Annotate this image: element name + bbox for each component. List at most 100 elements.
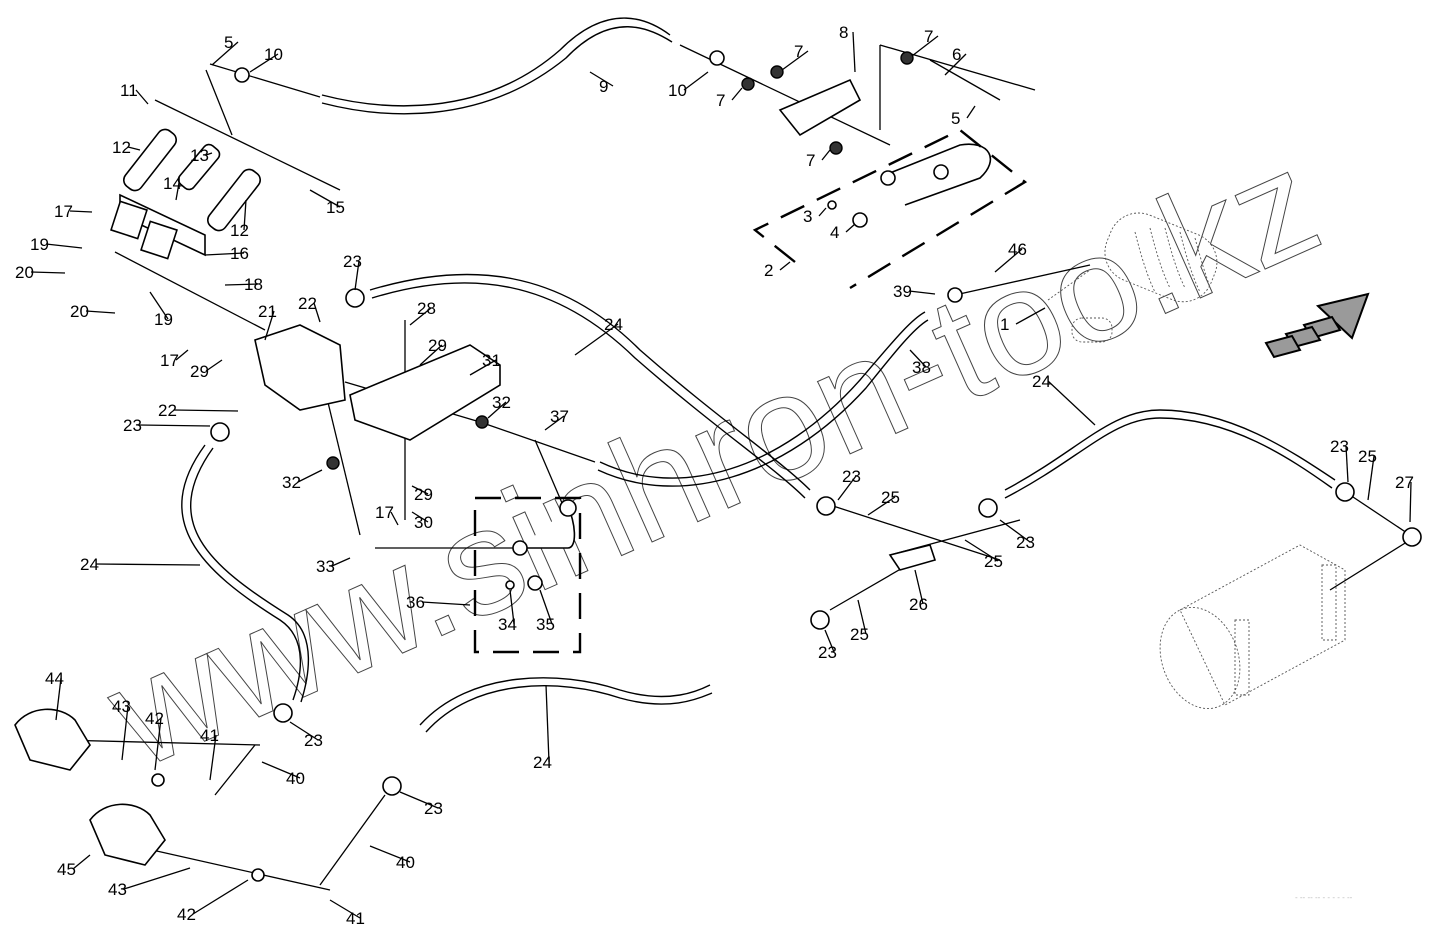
callout-label-c10b: 10 [668, 81, 687, 100]
callout-label-c5b: 5 [951, 109, 960, 128]
callout-label-c41b: 41 [346, 909, 365, 928]
nut-7 [741, 77, 755, 91]
callout-leader-c13 [205, 152, 213, 156]
callout-leader-c36 [421, 601, 471, 606]
callout-label-c25c: 25 [850, 625, 869, 644]
callout-leader-c21 [264, 310, 275, 341]
callout-leader-c23a [354, 260, 360, 291]
spring-12-upper [123, 128, 177, 192]
callout-label-c26: 26 [909, 595, 928, 614]
callout-label-c42a: 42 [145, 709, 164, 728]
callout-leader-c12b [243, 199, 247, 231]
pin-13 [177, 143, 221, 191]
nut-32 [475, 415, 489, 429]
callout-leader-c25c [857, 599, 867, 635]
callout-label-c20a: 20 [15, 263, 34, 282]
callout-leader-c5a [211, 41, 239, 66]
callout-leader-c10b [683, 71, 709, 91]
callout-label-c24b: 24 [80, 555, 99, 574]
washer-42 [251, 868, 265, 882]
callout-leader-c29c [411, 485, 429, 495]
nut-34 [505, 580, 515, 590]
callout-leader-c7c [821, 149, 831, 161]
callout-label-c1: 1 [1000, 315, 1009, 334]
callout-leader-c30 [411, 511, 429, 523]
callout-leader-c32a [487, 401, 507, 419]
callout-label-c32a: 32 [492, 393, 511, 412]
callout-label-c25b: 25 [984, 552, 1003, 571]
callout-leader-c31 [469, 359, 497, 376]
callout-label-c29a: 29 [428, 336, 447, 355]
callout-labels: 1234556777789101011121213141516171717181… [15, 23, 1414, 928]
callout-leader-c22a [313, 302, 321, 323]
callout-label-c14: 14 [163, 174, 182, 193]
callout-leader-c23b [138, 424, 211, 427]
plate [110, 200, 148, 240]
callout-leader-c29b [205, 359, 223, 372]
callout-label-c36: 36 [406, 593, 425, 612]
callout-label-c12b: 12 [230, 221, 249, 240]
callout-label-c23h: 23 [424, 799, 443, 818]
callout-leader-c42a [154, 717, 162, 771]
nut-7 [829, 141, 843, 155]
callout-leader-c19b [149, 291, 169, 320]
callout-label-c6: 6 [952, 45, 961, 64]
callout-leader-c20a [30, 271, 66, 274]
callout-label-c15: 15 [326, 198, 345, 217]
callout-leader-c23e [824, 629, 835, 653]
callout-label-c7c: 7 [806, 151, 815, 170]
kit-box-36 [473, 496, 582, 654]
callout-label-c24c: 24 [1032, 372, 1051, 391]
clamp-23 [273, 703, 293, 723]
callout-label-c19a: 19 [30, 235, 49, 254]
callout-leader-c25d [1367, 455, 1375, 501]
callout-leader-c4 [845, 223, 856, 233]
callout-label-c31: 31 [482, 351, 501, 370]
callout-leader-c17b [175, 349, 189, 361]
callout-leader-c27 [1409, 481, 1412, 523]
callout-label-c42b: 42 [177, 905, 196, 924]
fittings [151, 50, 1422, 882]
callout-label-c37: 37 [550, 407, 569, 426]
callout-label-c30: 30 [414, 513, 433, 532]
clamp-23 [345, 288, 365, 308]
callout-leader-c2 [779, 261, 791, 271]
callout-leader-c11 [135, 89, 149, 105]
callout-label-c25d: 25 [1358, 447, 1377, 466]
clamp-23 [210, 422, 230, 442]
clamp-23 [1335, 482, 1355, 502]
callout-leader-c9 [589, 71, 614, 87]
callout-leader-c17c [390, 511, 399, 526]
callout-label-c45: 45 [57, 860, 76, 879]
callout-leader-c6 [944, 53, 967, 76]
callout-label-c17c: 17 [375, 503, 394, 522]
callout-leader-c40a [261, 761, 301, 779]
callout-label-c39: 39 [893, 282, 912, 301]
callout-leader-c46 [994, 248, 1023, 273]
callout-label-c23b: 23 [123, 416, 142, 435]
callout-label-c4: 4 [830, 223, 839, 242]
hose-38 [599, 311, 926, 479]
callout-label-c17b: 17 [160, 351, 179, 370]
callout-leader-c14 [175, 182, 180, 201]
callout-label-c7a: 7 [794, 42, 803, 61]
callout-leader-c23c [837, 475, 857, 501]
callout-label-c35: 35 [536, 615, 555, 634]
nut-39 [947, 287, 963, 303]
nut-10 [709, 50, 725, 66]
callout-leader-c45 [72, 854, 91, 870]
callout-label-c23a: 23 [343, 252, 362, 271]
nut-3 [827, 200, 837, 210]
callout-label-c43b: 43 [108, 880, 127, 899]
tee-26 [888, 544, 937, 571]
callout-label-c9: 9 [599, 77, 608, 96]
callout-leader-c19a [45, 243, 83, 249]
valve-8 [778, 78, 862, 137]
callout-leaders [30, 31, 1412, 919]
callout-leader-c41b [329, 899, 361, 919]
callout-leader-c24a [574, 323, 619, 356]
callout-leader-c37 [544, 415, 565, 431]
callout-leader-c7b [731, 87, 743, 101]
callout-label-c33: 33 [316, 557, 335, 576]
